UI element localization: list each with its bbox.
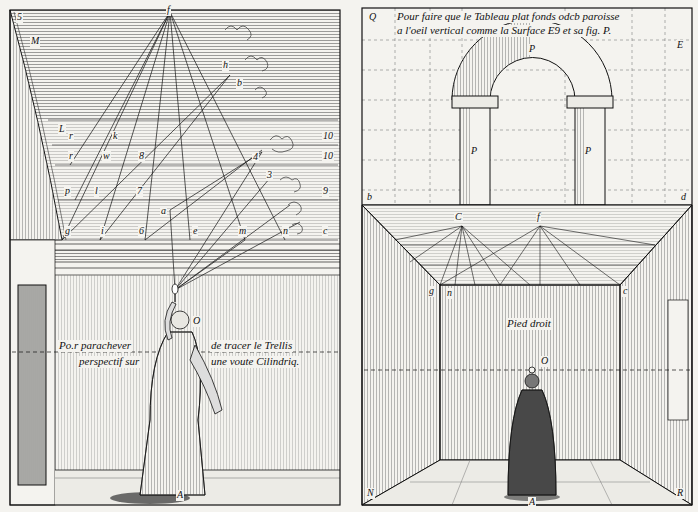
reference-letter: m: [238, 226, 247, 237]
reference-letter: f: [166, 5, 171, 16]
left-plate: [10, 10, 340, 505]
reference-letter: A: [528, 497, 536, 508]
engraved-caption: Pied droit: [506, 318, 552, 330]
reference-letter: l: [94, 186, 99, 197]
reference-letter: d: [680, 192, 687, 203]
reference-letter: 5: [16, 12, 23, 23]
reference-letter: N: [366, 488, 375, 499]
reference-letter: P: [528, 44, 536, 55]
reference-letter: f: [536, 212, 541, 223]
reference-letter: 6: [138, 226, 145, 237]
engraved-caption: de tracer le Trellis: [210, 340, 293, 352]
reference-letter: c: [322, 226, 328, 237]
reference-letter: e: [192, 226, 198, 237]
reference-letter: r: [68, 151, 74, 162]
reference-letter: n: [282, 226, 289, 237]
engraved-caption: Po.r parachever: [58, 340, 132, 352]
reference-letter: C: [454, 212, 463, 223]
right-observer-figure: [508, 367, 556, 495]
reference-letter: k: [112, 131, 118, 142]
reference-letter: P: [584, 146, 592, 157]
reference-letter: O: [540, 356, 549, 367]
right-plate: [362, 8, 692, 505]
reference-letter: n: [446, 288, 453, 299]
reference-letter: A: [176, 490, 184, 501]
engraved-caption: une voute Cilindriq.: [210, 356, 300, 368]
left-observer-figure: [140, 284, 222, 495]
reference-letter: c: [622, 286, 628, 297]
reference-letter: 4: [252, 152, 259, 163]
reference-letter: R: [676, 488, 684, 499]
reference-letter: h: [222, 60, 229, 71]
reference-letter: a: [160, 206, 167, 217]
reference-letter: 7: [136, 186, 143, 197]
reference-letter: 10: [322, 131, 334, 142]
reference-letter: i: [100, 226, 105, 237]
reference-letter: b: [236, 78, 243, 89]
reference-letter: 10: [322, 151, 334, 162]
engraved-caption: Pour faire que le Tableau plat fonds odc…: [396, 11, 620, 23]
reference-letter: M: [30, 36, 40, 47]
reference-letter: b: [366, 192, 373, 203]
reference-letter: w: [102, 151, 111, 162]
reference-letter: g: [428, 286, 435, 297]
reference-letter: p: [64, 186, 71, 197]
reference-letter: L: [58, 124, 66, 135]
reference-letter: 3: [266, 170, 273, 181]
reference-letter: O: [192, 316, 201, 327]
reference-letter: r: [68, 131, 74, 142]
reference-letter: 9: [322, 186, 329, 197]
engraved-caption: a l'oeil vertical comme la Surface E9 et…: [396, 25, 612, 37]
engraved-caption: perspectif sur: [78, 356, 140, 368]
reference-letter: g: [64, 226, 71, 237]
reference-letter: 8: [138, 151, 145, 162]
reference-letter: E: [676, 40, 684, 51]
reference-letter: Q: [368, 12, 377, 23]
reference-letter: P: [470, 146, 478, 157]
